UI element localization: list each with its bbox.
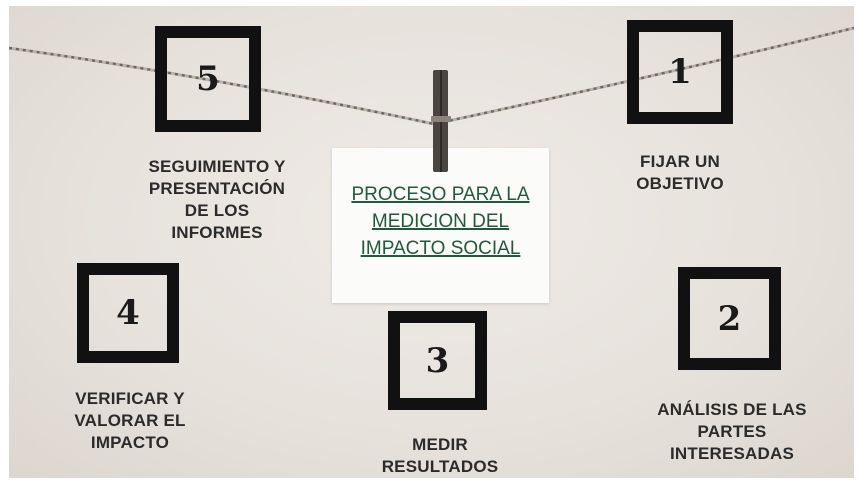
step-4-box: 4 xyxy=(77,263,179,363)
title-line: IMPACTO SOCIAL xyxy=(360,238,521,259)
step-5-number: 5 xyxy=(196,59,220,99)
step-2-box: 2 xyxy=(678,267,781,370)
title-line: PROCESO PARA LA xyxy=(351,184,530,205)
step-3-label: MEDIR RESULTADOS xyxy=(365,434,515,478)
step-2-label-line: PARTES xyxy=(697,422,767,441)
step-2-label-line: ANÁLISIS DE LAS xyxy=(657,400,807,419)
step-4-label-line: VERIFICAR Y xyxy=(75,389,185,408)
step-2-label: ANÁLISIS DE LAS PARTES INTERESADAS xyxy=(637,399,827,465)
step-3-box: 3 xyxy=(388,311,487,410)
step-5-box: 5 xyxy=(155,26,261,132)
step-1-number: 1 xyxy=(668,52,692,92)
step-4-number: 4 xyxy=(116,293,140,333)
step-5-label-line: DE LOS xyxy=(184,201,250,220)
title-card: PROCESO PARA LA MEDICION DEL IMPACTO SOC… xyxy=(332,148,549,303)
page-title: PROCESO PARA LA MEDICION DEL IMPACTO SOC… xyxy=(332,181,549,262)
step-3-label-line: RESULTADOS xyxy=(381,457,499,476)
step-5-label: SEGUIMIENTO Y PRESENTACIÓN DE LOS INFORM… xyxy=(122,156,312,244)
step-1-label-line: OBJETIVO xyxy=(636,174,724,193)
step-5-label-line: PRESENTACIÓN xyxy=(148,179,286,198)
step-3-number: 3 xyxy=(425,340,450,381)
title-line: MEDICION DEL xyxy=(371,211,510,232)
step-1-label: FIJAR UN OBJETIVO xyxy=(600,151,760,195)
step-1-label-line: FIJAR UN xyxy=(640,152,720,171)
step-2-label-line: INTERESADAS xyxy=(669,444,795,463)
step-3-label-line: MEDIR xyxy=(412,435,468,454)
slide-canvas: 5 SEGUIMIENTO Y PRESENTACIÓN DE LOS INFO… xyxy=(9,6,854,478)
step-4-label-line: VALORAR EL xyxy=(74,411,186,430)
step-5-label-line: INFORMES xyxy=(171,223,263,242)
step-5-label-line: SEGUIMIENTO Y xyxy=(148,157,286,176)
clothespin-icon xyxy=(431,70,451,172)
step-4-label-line: IMPACTO xyxy=(90,433,170,452)
step-1-box: 1 xyxy=(627,20,733,124)
step-4-label: VERIFICAR Y VALORAR EL IMPACTO xyxy=(55,388,205,454)
step-2-number: 2 xyxy=(717,298,742,339)
